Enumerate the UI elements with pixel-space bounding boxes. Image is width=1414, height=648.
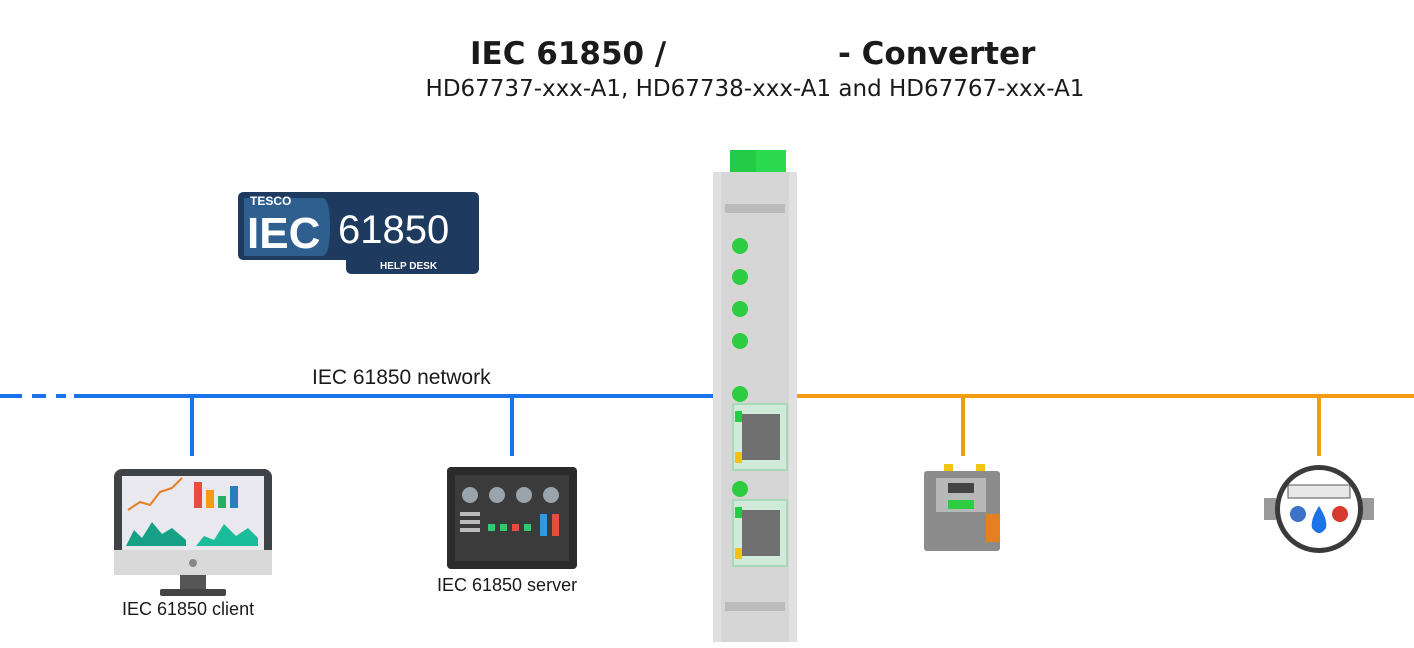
network-label: IEC 61850 network [312,366,491,389]
status-led [732,301,748,317]
server-label: IEC 61850 server [437,575,578,595]
logo-number: 61850 [338,208,449,252]
status-led [732,238,748,254]
client-monitor-icon [114,469,272,596]
ethernet-port-icon [732,499,788,567]
title-left: IEC 61850 / [470,36,667,72]
subtitle: HD67737-xxx-A1, HD67738-xxx-A1 and HD677… [425,76,1085,102]
client-label: IEC 61850 client [122,599,255,619]
logo-tagline: HELP DESK [380,261,438,272]
water-meter-icon [1264,465,1374,553]
gas-meter-icon [924,464,1000,551]
iec61850-network-line [0,394,714,456]
title-block: IEC 61850 / - Converter HD67737-xxx-A1, … [0,36,1414,116]
status-led [732,481,748,497]
ethernet-port-icon [732,403,788,471]
status-led [732,269,748,285]
status-led [732,386,748,402]
server-panel-icon [447,467,577,569]
logo-brand: TESCO [250,194,291,208]
iec61850-logo: TESCO IEC 61850 HELP DESK [238,192,479,274]
status-led [732,333,748,349]
logo-iec: IEC [247,209,320,258]
field-network-line [796,394,1414,456]
converter-device [713,150,797,642]
title-right: - Converter [838,36,1036,72]
